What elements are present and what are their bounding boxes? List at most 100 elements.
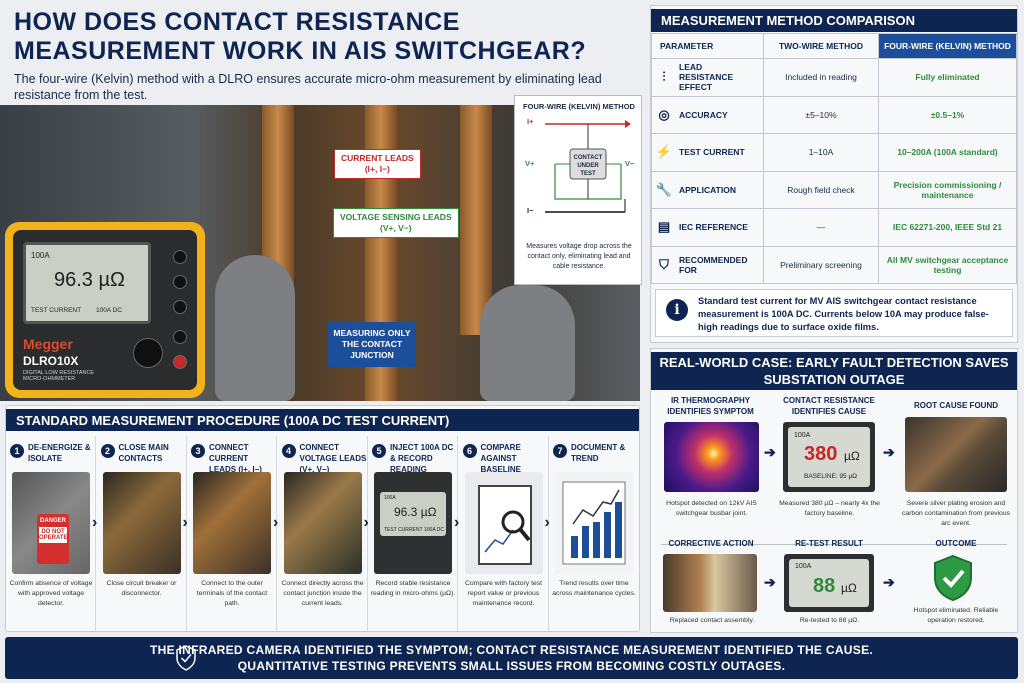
two-wire-cell: ±5–10% xyxy=(763,95,879,134)
step-number: 5 xyxy=(372,444,386,458)
cr-title: CONTACT RESISTANCE IDENTIFIES CAUSE xyxy=(783,396,875,416)
info-note: i Standard test current for MV AIS switch… xyxy=(655,289,1013,337)
meter-model: DLRO10X xyxy=(23,354,79,368)
step-image xyxy=(102,472,181,574)
step-meter-reading: 96.3 µΩ xyxy=(394,505,437,519)
step-meter-tc: TEST CURRENT xyxy=(384,527,423,533)
comparison-row: ⛉RECOMMENDED FOR Preliminary screening A… xyxy=(651,245,1017,284)
step-description: Connect to the outer terminals of the co… xyxy=(196,580,268,607)
danger-tag-title: DANGER xyxy=(39,518,66,524)
step-label: INJECT 100A DC & RECORD READING xyxy=(390,443,454,474)
lightning-icon: ⚡ xyxy=(655,144,673,160)
info-icon: i xyxy=(666,299,688,321)
two-wire-cell: Rough field check xyxy=(763,170,879,209)
divider xyxy=(661,544,1007,545)
param-label: TEST CURRENT xyxy=(679,147,745,158)
meter-test-button xyxy=(173,355,187,369)
procedure-step: 2 CLOSE MAIN CONTACTS Close circuit brea… xyxy=(97,436,187,631)
replaced-contact-image xyxy=(663,554,757,612)
comparison-row: ⚡TEST CURRENT 1–10A 10–200A (100A standa… xyxy=(651,133,1017,172)
step-label: DE-ENERGIZE & ISOLATE xyxy=(28,443,91,463)
chevron-right-icon: › xyxy=(363,514,369,531)
param-label: IEC REFERENCE xyxy=(679,222,748,233)
kelvin-v-minus: V− xyxy=(625,159,635,168)
kelvin-v-plus: V+ xyxy=(525,159,535,168)
comparison-title: MEASUREMENT METHOD COMPARISON xyxy=(651,9,1017,32)
step-label: CONNECT CURRENT LEADS (I+, I−) xyxy=(209,443,262,474)
comparison-panel: MEASUREMENT METHOD COMPARISON PARAMETER … xyxy=(650,5,1018,343)
meter-button xyxy=(173,300,187,314)
ir-thermal-image xyxy=(664,422,759,492)
kelvin-circuit-icon xyxy=(545,120,631,213)
dlro-meter: 100A 96.3 µΩ TEST CURRENT 100A DC Megger… xyxy=(5,222,205,398)
kelvin-title: FOUR-WIRE (KELVIN) METHOD xyxy=(523,102,635,111)
info-note-text: Standard test current for MV AIS switchg… xyxy=(698,296,989,332)
kelvin-i-plus: I+ xyxy=(527,117,534,126)
step-description: Confirm absence of voltage with approved… xyxy=(9,580,93,607)
chevron-right-icon: › xyxy=(92,514,98,531)
four-wire-cell: ±0.5–1% xyxy=(878,95,1017,134)
ir-title: IR THERMOGRAPHY IDENTIFIES SYMPTOM xyxy=(667,396,754,416)
step-description: Close circuit breaker or disconnector. xyxy=(106,580,177,597)
step-image xyxy=(464,472,543,574)
param-label: ACCURACY xyxy=(679,109,728,120)
target-icon: ◎ xyxy=(658,106,670,122)
banner-line-2: QUANTITATIVE TESTING PREVENTS SMALL ISSU… xyxy=(237,659,786,673)
step-label: CLOSE MAIN CONTACTS xyxy=(118,443,169,463)
comparison-row: 🔧APPLICATION Rough field check Precision… xyxy=(651,170,1017,209)
danger-tag-text: DO NOT OPERATE xyxy=(39,527,68,543)
two-wire-cell: Included in reading xyxy=(763,58,879,97)
document-icon: ▤ xyxy=(657,219,671,235)
comparison-row: ⫶ LEAD RESISTANCE EFFECT Included in read… xyxy=(651,58,1017,97)
param-cell: ◎ ACCURACY xyxy=(651,95,764,134)
procedure-step: 3 CONNECT CURRENT LEADS (I+, I−) Connect… xyxy=(187,436,277,631)
step-description: Compare with factory test report value o… xyxy=(464,580,543,607)
step-number: 3 xyxy=(191,444,205,458)
cr-unit: µΩ xyxy=(844,449,860,463)
chevron-right-icon: › xyxy=(273,514,279,531)
meter-tc-label: TEST CURRENT xyxy=(31,307,82,314)
arrow-right-icon: ➔ xyxy=(883,444,895,460)
col-four-wire: FOUR-WIRE (KELVIN) METHOD xyxy=(878,33,1017,59)
step-label: COMPARE AGAINST BASELINE xyxy=(480,443,521,474)
four-wire-cell: Fully eliminated xyxy=(878,58,1017,97)
comparison-row: ▤IEC REFERENCE — IEC 62271-200, IEEE Std… xyxy=(651,208,1017,247)
param-cell: ⛉RECOMMENDED FOR xyxy=(651,245,764,284)
cr-desc: Measured 380 µΩ – nearly 4x the factory … xyxy=(779,500,880,517)
shield-check-icon: ⛉ xyxy=(659,256,669,272)
page-title: HOW DOES CONTACT RESISTANCE MEASUREMENT … xyxy=(14,8,587,65)
kelvin-contact-box: CONTACT UNDER TEST xyxy=(573,155,603,177)
ir-desc: Hotspot detected on 12kV AIS switchgear … xyxy=(666,500,757,517)
banner-line-1: THE INFRARED CAMERA IDENTIFIED THE SYMPT… xyxy=(149,643,874,657)
clipboard-magnifier-icon xyxy=(477,485,532,565)
wrench-icon: 🔧 xyxy=(655,181,673,197)
param-cell: 🔧APPLICATION xyxy=(651,170,764,209)
action-desc: Replaced contact assembly. xyxy=(669,617,755,624)
chevron-right-icon: › xyxy=(544,514,550,531)
retest-unit: µΩ xyxy=(841,581,857,595)
step-image xyxy=(555,472,633,574)
kelvin-diagram: FOUR-WIRE (KELVIN) METHOD I+ I− V+ V− CO… xyxy=(514,95,642,285)
arrow-right-icon: ➔ xyxy=(764,444,776,460)
root-title: ROOT CAUSE FOUND xyxy=(914,401,998,410)
param-label: LEAD RESISTANCE EFFECT xyxy=(679,62,734,93)
shield-check-icon xyxy=(934,554,972,602)
procedure-title: STANDARD MEASUREMENT PROCEDURE (100A DC … xyxy=(6,409,639,431)
retest-title: RE-TEST RESULT xyxy=(795,539,863,548)
meter-reading: 96.3 µΩ xyxy=(54,269,125,291)
outcome-desc: Hotspot eliminated. Reliable operation r… xyxy=(913,607,999,624)
procedure-step: 1 DE-ENERGIZE & ISOLATE DANGER DO NOT OPE… xyxy=(6,436,96,631)
retest-value: 88 xyxy=(813,575,836,597)
step-number: 2 xyxy=(100,444,115,458)
comparison-row: ◎ ACCURACY ±5–10% ±0.5–1% xyxy=(651,95,1017,134)
four-wire-cell: Precision commissioning / maintenance xyxy=(878,170,1017,209)
step-meter-tcv: 100A DC xyxy=(424,527,445,533)
step-number: 1 xyxy=(10,444,24,458)
resistor-icon: ⫶ xyxy=(662,69,666,85)
cr-value: 380 xyxy=(804,443,838,465)
retest-range: 100A xyxy=(795,563,812,570)
case-title: REAL-WORLD CASE: EARLY FAULT DETECTION S… xyxy=(651,352,1017,390)
meter-button xyxy=(173,275,187,289)
step-description: Connect directly across the contact junc… xyxy=(281,580,364,607)
